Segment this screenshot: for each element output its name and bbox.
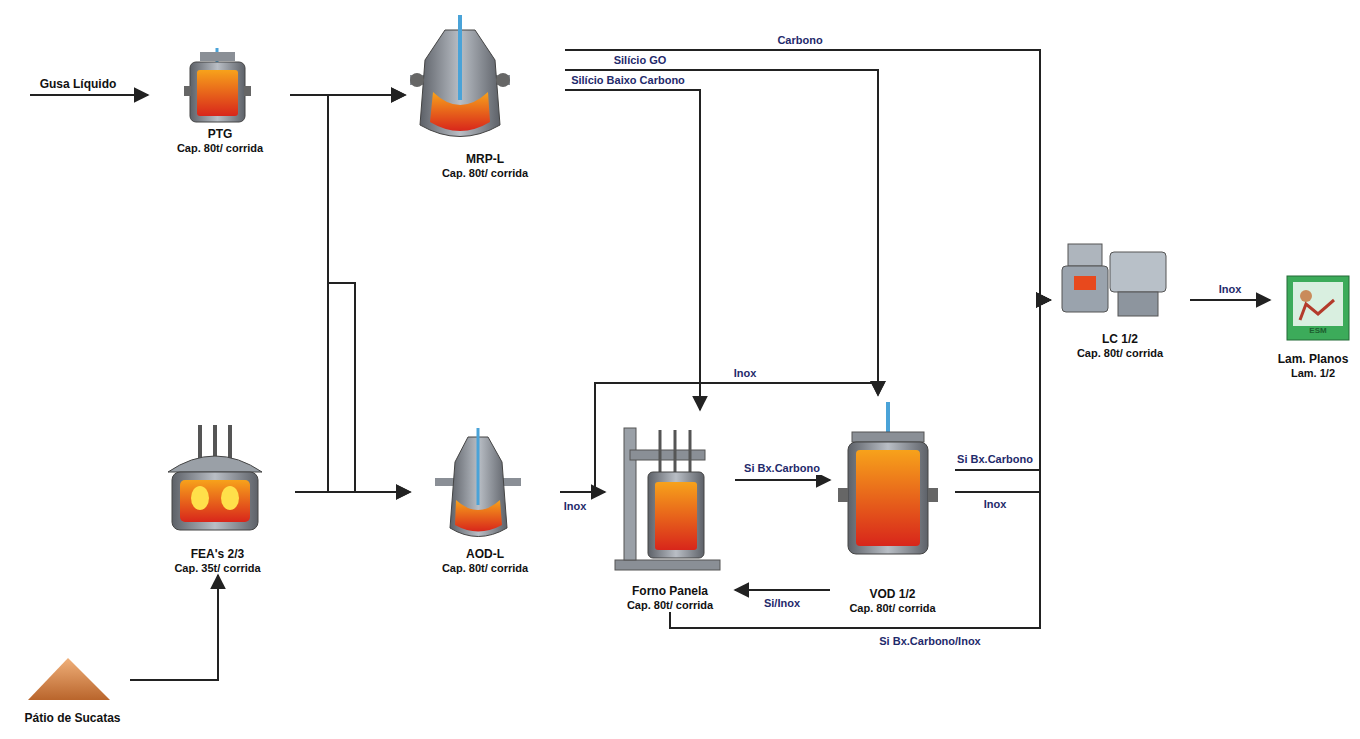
capacity-text: Cap. 80t/ corrida xyxy=(1077,346,1163,360)
equipment-name: PTG xyxy=(208,127,233,141)
flow-arrow xyxy=(130,575,218,680)
flow-arrow xyxy=(735,589,830,591)
capacity-text: Cap. 35t/ corrida xyxy=(174,561,260,575)
equipment-name: Pátio de Sucatas xyxy=(24,711,120,725)
flow-arrow xyxy=(295,95,405,492)
capacity-text: Cap. 80t/ corrida xyxy=(849,601,935,615)
ptg-ladle xyxy=(184,48,251,122)
flow-arrow xyxy=(565,50,1050,300)
process-node: FEA's 2/3Cap. 35t/ corrida xyxy=(140,415,295,575)
flow-label: Si Bx.Carbono/Inox xyxy=(877,635,982,648)
process-node: VOD 1/2Cap. 80t/ corrida xyxy=(830,395,955,615)
capacity-text: Cap. 80t/ corrida xyxy=(442,166,528,180)
ladle-furnace xyxy=(615,428,720,570)
flow-arrow xyxy=(565,70,878,395)
process-node: MRP-LCap. 80t/ corrida xyxy=(405,10,565,180)
equipment-name: AOD-L xyxy=(466,547,504,561)
capacity-text: Lam. 1/2 xyxy=(1291,366,1335,380)
flow-arrow xyxy=(560,383,878,492)
process-node: PTGCap. 80t/ corrida xyxy=(150,45,290,155)
equipment-name: Lam. Planos xyxy=(1278,352,1349,366)
equipment-name: FEA's 2/3 xyxy=(191,547,245,561)
flow-label: Silício Baixo Carbono xyxy=(569,74,687,87)
capacity-text: Cap. 80t/ corrida xyxy=(177,141,263,155)
mrp-converter xyxy=(410,15,510,137)
flow-label: Inox xyxy=(982,498,1009,511)
arc-furnace xyxy=(168,425,262,530)
process-node: Pátio de Sucatas xyxy=(15,650,130,725)
continuous-caster xyxy=(1062,244,1166,316)
scrap-pile xyxy=(28,658,110,700)
process-node: LC 1/2Cap. 80t/ corrida xyxy=(1050,235,1190,360)
flow-arrow xyxy=(565,90,700,410)
process-node: AOD-LCap. 80t/ corrida xyxy=(410,425,560,575)
capacity-text: Cap. 80t/ corrida xyxy=(627,598,713,612)
flow-label: Silício GO xyxy=(612,54,669,67)
flow-label: Si Bx.Carbono xyxy=(742,462,822,475)
flow-label: Inox xyxy=(562,500,589,513)
capacity-text: Cap. 80t/ corrida xyxy=(442,561,528,575)
flow-arrow xyxy=(290,95,410,492)
rolling-mill-icon xyxy=(1287,276,1349,340)
flow-label: Si Bx.Carbono xyxy=(955,453,1035,466)
flow-arrow xyxy=(1190,299,1270,301)
input-label: Gusa Líquido xyxy=(38,77,119,91)
process-node: Lam. PlanosLam. 1/2 xyxy=(1270,270,1356,380)
flow-arrow xyxy=(735,479,830,481)
flow-arrow xyxy=(295,491,410,493)
flow-label: Inox xyxy=(732,367,759,380)
flow-label: Carbono xyxy=(775,34,824,47)
equipment-name: Forno Panela xyxy=(632,584,708,598)
flow-arrow xyxy=(670,300,1050,628)
equipment-name: LC 1/2 xyxy=(1102,332,1138,346)
input-arrow xyxy=(30,94,148,96)
aod-converter xyxy=(435,428,521,537)
icon-text: ESM xyxy=(1309,326,1326,335)
equipment-name: VOD 1/2 xyxy=(869,587,915,601)
flow-label: Si/Inox xyxy=(762,597,802,610)
flow-label: Inox xyxy=(1217,283,1244,296)
equipment-name: MRP-L xyxy=(466,152,504,166)
flow-arrow xyxy=(955,300,1050,470)
process-node: Forno PanelaCap. 80t/ corrida xyxy=(605,410,735,612)
flow-arrow xyxy=(955,300,1050,492)
vod-vessel xyxy=(838,402,938,554)
